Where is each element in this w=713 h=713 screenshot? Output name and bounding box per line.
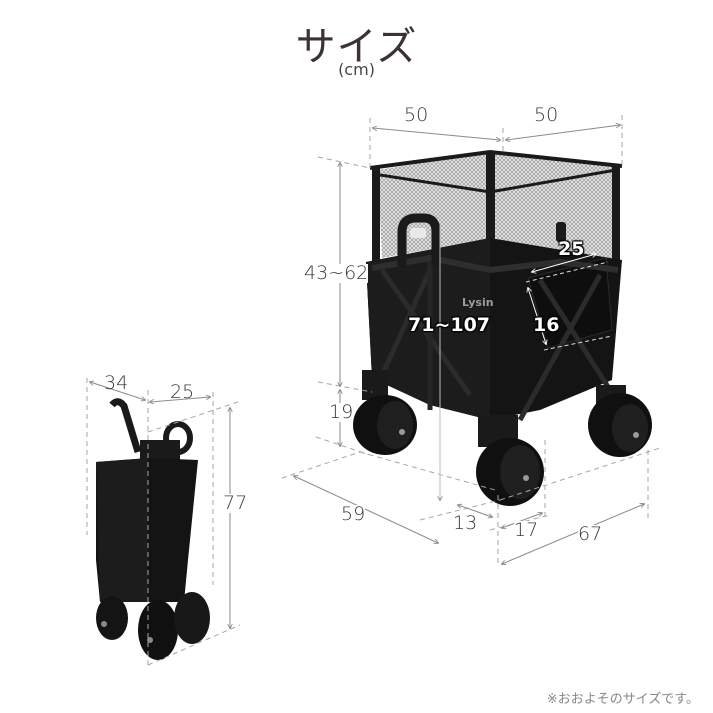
- wheel-rear-right: [588, 385, 652, 457]
- dim-folded-height: 77: [223, 492, 248, 514]
- open-wagon: [281, 115, 661, 565]
- dim-pocket-width: 25: [558, 238, 585, 260]
- dim-folded-width: 25: [170, 381, 195, 403]
- dim-top-width-right: 50: [534, 104, 559, 126]
- dim-handle-height: 71~107: [408, 314, 491, 336]
- dim-depth: 59: [341, 503, 366, 525]
- page-title: サイズ: [295, 24, 418, 70]
- dim-basket-height: 43~62: [304, 262, 369, 284]
- unit-label: (cm): [338, 60, 375, 79]
- brand-logo: Lysin: [462, 296, 494, 309]
- dim-folded-depth: 34: [104, 372, 129, 394]
- dim-length: 67: [578, 523, 603, 545]
- dim-wheel-width: 17: [514, 519, 539, 541]
- approximate-size-note: ※おおよそのサイズです。: [546, 692, 699, 707]
- dim-top-width-left: 50: [404, 104, 429, 126]
- folded-wagon: [86, 378, 241, 666]
- dim-wheel-clearance: 19: [329, 401, 354, 423]
- wheel-front-right: [476, 415, 544, 506]
- wheel-front-left: [353, 370, 417, 455]
- dim-wheel-offset: 13: [453, 512, 478, 534]
- dim-pocket-height: 16: [533, 314, 560, 336]
